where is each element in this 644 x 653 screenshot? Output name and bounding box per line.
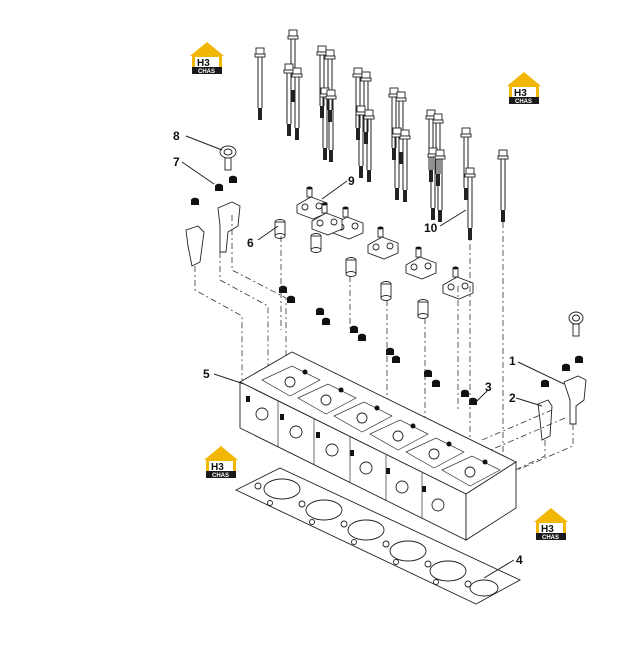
lifting-bracket-right: [537, 375, 587, 441]
callout-10: 10: [424, 221, 438, 235]
logo-caption: CHAS: [212, 473, 229, 479]
callout-5: 5: [203, 367, 210, 381]
logo-mark: H3: [514, 88, 527, 99]
logo-mark: H3: [197, 58, 210, 69]
head-gasket: [234, 467, 521, 605]
callout-labels: 8 7 9 6 10 5 1 3 2 4: [173, 129, 523, 567]
brand-logo: H3 CHAS: [534, 508, 568, 541]
alignment-lines: [194, 215, 574, 481]
callout-2: 2: [509, 391, 516, 405]
callout-6: 6: [247, 236, 254, 250]
logo-caption: CHAS: [198, 69, 215, 75]
callout-1: 1: [509, 354, 516, 368]
callout-4: 4: [516, 553, 523, 567]
lifting-bracket-left: [185, 201, 241, 267]
callout-8: 8: [173, 129, 180, 143]
callout-9: 9: [348, 174, 355, 188]
logo-mark: H3: [211, 462, 224, 473]
callout-7: 7: [173, 155, 180, 169]
leader-lines: [181, 135, 565, 579]
cylinder-head-bolts: [254, 29, 509, 241]
brand-logo: H3 CHAS: [507, 72, 541, 105]
logo-caption: CHAS: [515, 99, 532, 105]
logo-mark: H3: [541, 524, 554, 535]
brand-logo: H3 CHAS: [190, 42, 224, 75]
lifting-eye-right: [568, 311, 584, 337]
brand-logo: H3 CHAS: [204, 446, 238, 479]
lifting-eye-left: [219, 145, 237, 171]
callout-3: 3: [485, 380, 492, 394]
cylinder-head: [239, 351, 517, 541]
logo-caption: CHAS: [542, 535, 559, 541]
